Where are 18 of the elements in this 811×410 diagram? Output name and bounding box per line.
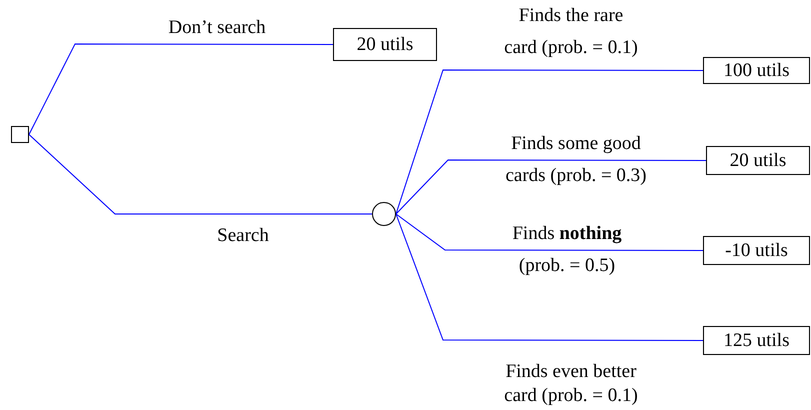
- payoff-box: 125 utils: [703, 326, 810, 355]
- connector-line: [396, 214, 704, 341]
- edge-label: Don’t search: [167, 16, 267, 40]
- connector-line: [28, 44, 334, 135]
- edge-label: Finds nothing (prob. = 0.5): [511, 222, 623, 278]
- decision-node-square: [11, 126, 29, 143]
- connector-line: [396, 70, 704, 214]
- connector-line: [28, 134, 372, 214]
- payoff-box: 100 utils: [703, 57, 810, 84]
- payoff-box: -10 utils: [703, 236, 810, 265]
- edge-label: Finds even better card (prob. = 0.1): [503, 360, 639, 408]
- payoff-box: 20 utils: [706, 146, 810, 175]
- edge-label: Finds some good cards (prob. = 0.3): [504, 132, 648, 188]
- edge-label: Finds the rare card (prob. = 0.1): [503, 4, 639, 60]
- connector-line: [396, 214, 704, 251]
- edge-label: Search: [216, 224, 270, 248]
- connector-line: [396, 160, 706, 214]
- payoff-box: 20 utils: [333, 28, 437, 61]
